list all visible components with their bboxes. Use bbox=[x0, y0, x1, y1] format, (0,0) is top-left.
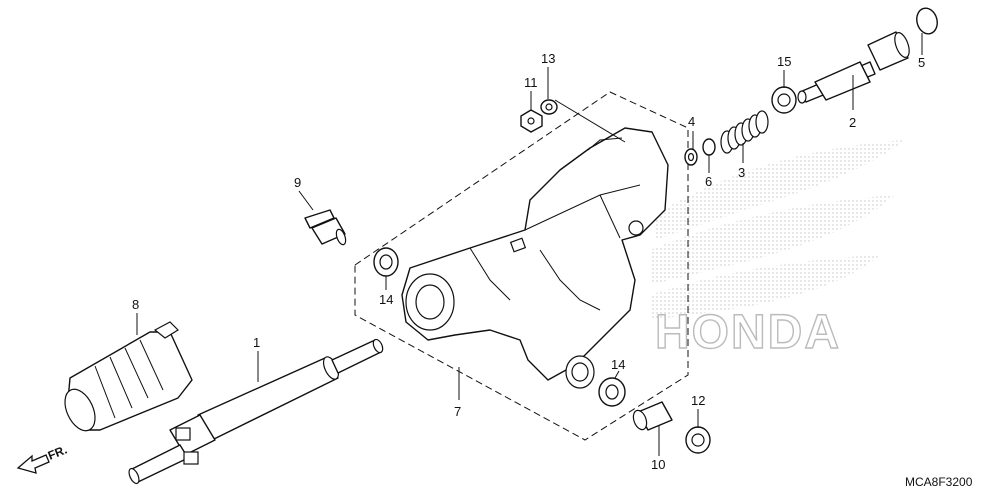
honda-watermark-text: HONDA bbox=[655, 306, 841, 359]
callout-11: 11 bbox=[524, 75, 538, 90]
callout-15: 15 bbox=[777, 54, 791, 69]
front-arrow-icon bbox=[16, 454, 50, 474]
pivot-bolt-10-part bbox=[632, 401, 673, 431]
clip-6-part bbox=[702, 138, 716, 156]
boot-part bbox=[64, 321, 193, 432]
callout-8: 8 bbox=[132, 297, 139, 312]
circlip-5-part bbox=[916, 7, 938, 35]
nut-11-part bbox=[520, 109, 543, 133]
drive-shaft-part bbox=[128, 338, 384, 485]
callout-2: 2 bbox=[849, 115, 856, 130]
callout-12: 12 bbox=[691, 393, 705, 408]
callout-9: 9 bbox=[294, 175, 301, 190]
callout-3: 3 bbox=[738, 165, 745, 180]
bearing-14-left-part bbox=[373, 247, 399, 277]
callout-6: 6 bbox=[705, 174, 712, 189]
callout-5: 5 bbox=[918, 55, 925, 70]
callout-13: 13 bbox=[541, 51, 555, 66]
output-shaft-2-part bbox=[797, 31, 910, 104]
diagram-code: MCA8F3200 bbox=[905, 475, 973, 489]
honda-wing-watermark bbox=[650, 140, 905, 320]
callout-7: 7 bbox=[454, 404, 461, 419]
washer-4-part bbox=[684, 148, 698, 166]
callout-14-left: 14 bbox=[379, 292, 393, 307]
front-arrow-label: FR. bbox=[46, 443, 69, 463]
callout-4: 4 bbox=[688, 114, 695, 129]
callout-10: 10 bbox=[651, 457, 665, 472]
callout-14-right: 14 bbox=[611, 357, 625, 372]
leader-lines bbox=[136, 33, 923, 456]
collar-15-part bbox=[771, 86, 797, 114]
callout-1: 1 bbox=[253, 335, 260, 350]
washer-13-part bbox=[540, 99, 558, 115]
pivot-bolt-9-part bbox=[304, 209, 347, 246]
lock-nut-12-part bbox=[685, 426, 711, 454]
bearing-14-right-part bbox=[598, 377, 626, 407]
assembly-boundary bbox=[354, 91, 689, 441]
swingarm-part bbox=[401, 127, 669, 389]
spring-3-part bbox=[720, 110, 769, 154]
